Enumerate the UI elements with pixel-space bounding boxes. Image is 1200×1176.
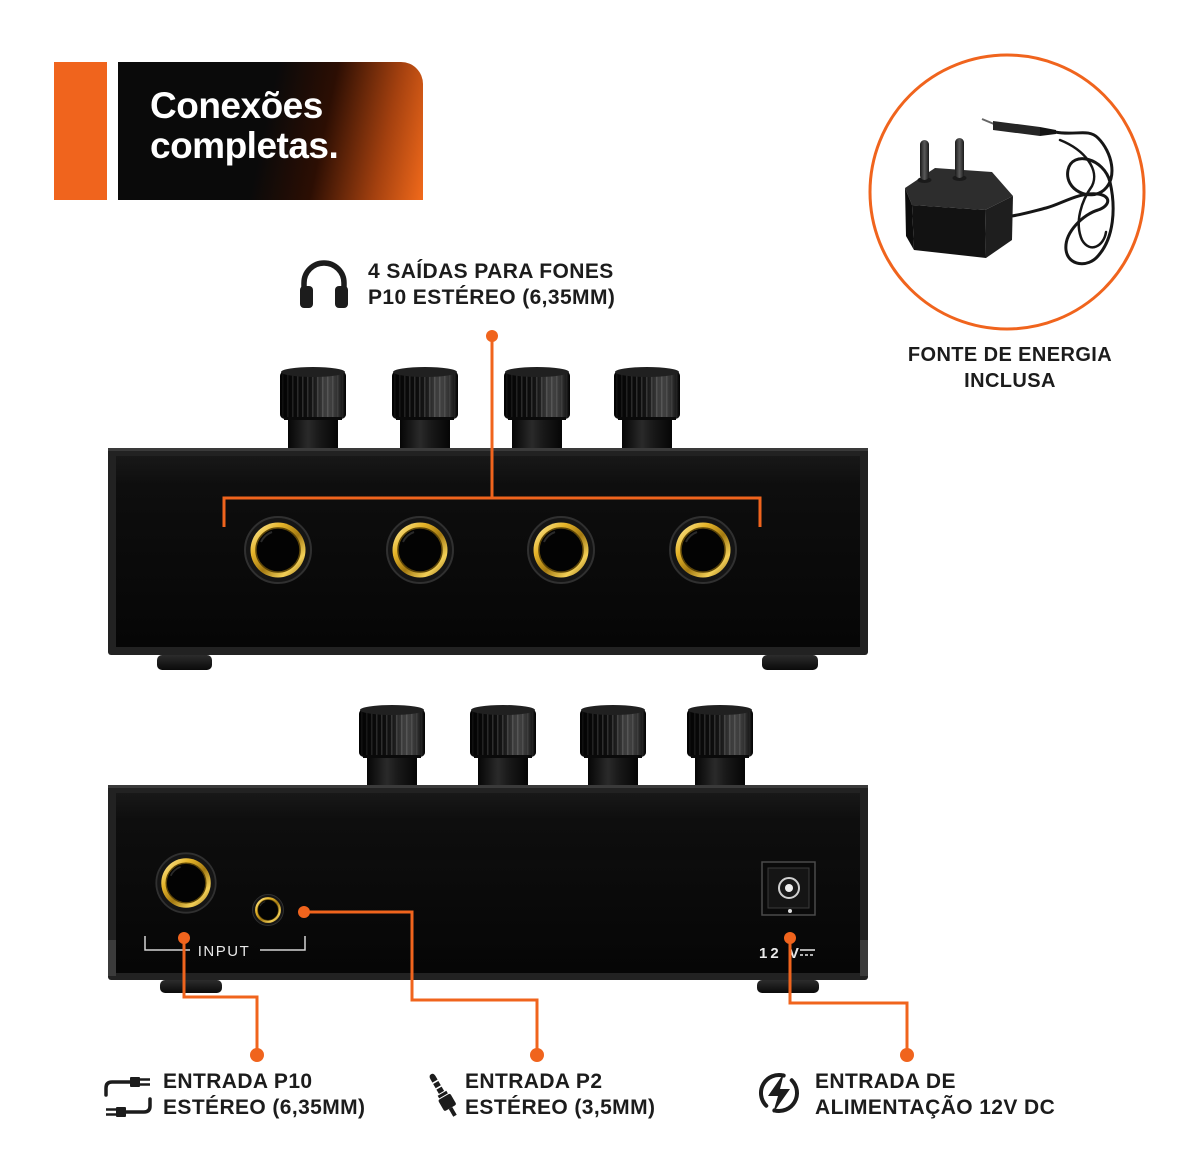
callout-dot bbox=[900, 1048, 914, 1062]
volume-knob bbox=[687, 705, 753, 787]
p2-input-jack bbox=[252, 894, 284, 926]
p2-leader-line bbox=[304, 910, 539, 1055]
front-view-device bbox=[108, 367, 868, 670]
cable-connector-icon bbox=[102, 1075, 154, 1119]
volume-knob bbox=[392, 367, 458, 449]
input-bracket bbox=[144, 936, 306, 951]
volume-knob bbox=[359, 705, 425, 787]
rear-view-device: INPUT 12 V bbox=[108, 705, 868, 993]
power-supply-label: FONTE DE ENERGIA INCLUSA bbox=[880, 342, 1140, 394]
power-adapter-icon bbox=[905, 118, 1115, 266]
headphone-output-jack-2 bbox=[386, 516, 454, 584]
p10-input-label: ENTRADA P10 ESTÉREO (6,35MM) bbox=[163, 1069, 365, 1121]
p10-leader-line bbox=[182, 938, 259, 1055]
rubber-foot bbox=[157, 655, 212, 670]
adapter-body bbox=[905, 138, 1013, 258]
callout-dot bbox=[250, 1048, 264, 1062]
outputs-label: 4 SAÍDAS PARA FONES P10 ESTÉREO (6,35MM) bbox=[368, 259, 615, 311]
headphone-output-jack-1 bbox=[244, 516, 312, 584]
outputs-label-line-2: P10 ESTÉREO (6,35MM) bbox=[368, 286, 616, 309]
title-badge: Conexões completas. bbox=[118, 62, 423, 200]
badge-title-line-1: Conexões bbox=[150, 85, 323, 126]
rubber-foot bbox=[762, 655, 818, 670]
power-supply-line-1: FONTE DE ENERGIA bbox=[907, 344, 1113, 366]
headphone-output-jack-3 bbox=[527, 516, 595, 584]
power-leader-line bbox=[788, 938, 909, 1055]
volume-knob bbox=[614, 367, 680, 449]
dc-symbol-icon bbox=[800, 949, 815, 956]
dc-plug-connector bbox=[981, 118, 1056, 136]
power-bolt-icon bbox=[757, 1071, 801, 1115]
callout-dot bbox=[530, 1048, 544, 1062]
power-input-line-1: ENTRADA DE bbox=[815, 1070, 956, 1093]
volume-knob bbox=[504, 367, 570, 449]
headphone-output-jack-4 bbox=[669, 516, 737, 584]
outputs-bracket bbox=[222, 496, 762, 527]
badge-accent-bar bbox=[54, 62, 107, 200]
front-panel bbox=[116, 456, 860, 647]
badge-title: Conexões completas. bbox=[150, 85, 339, 166]
plug-prong bbox=[955, 138, 964, 178]
power-input-label: ENTRADA DE ALIMENTAÇÃO 12V DC bbox=[815, 1069, 1055, 1121]
callout-dot bbox=[486, 330, 498, 342]
rear-panel bbox=[116, 793, 860, 973]
callout-dots bbox=[178, 330, 914, 1062]
power-adapter-figure bbox=[868, 53, 1146, 331]
callout-dot bbox=[298, 906, 310, 918]
audio-jack-icon bbox=[426, 1070, 460, 1120]
dc-power-jack bbox=[761, 861, 816, 916]
p10-input-line-2: ESTÉREO (6,35MM) bbox=[163, 1096, 366, 1119]
rubber-foot bbox=[160, 980, 222, 993]
p2-input-line-1: ENTRADA P2 bbox=[465, 1070, 603, 1093]
p10-input-jack bbox=[155, 852, 217, 914]
callout-lines bbox=[182, 336, 909, 1055]
outputs-label-line-1: 4 SAÍDAS PARA FONES bbox=[368, 260, 614, 283]
p10-input-line-1: ENTRADA P10 bbox=[163, 1070, 313, 1093]
callout-dot bbox=[178, 932, 190, 944]
callout-dot bbox=[784, 932, 796, 944]
input-label: INPUT bbox=[198, 943, 251, 960]
rubber-foot bbox=[757, 980, 819, 993]
badge-title-line-2: completas. bbox=[150, 125, 339, 166]
headphones-icon bbox=[298, 257, 350, 311]
volume-knob bbox=[580, 705, 646, 787]
power-supply-line-2: INCLUSA bbox=[964, 370, 1056, 392]
power-input-line-2: ALIMENTAÇÃO 12V DC bbox=[815, 1096, 1056, 1119]
volume-knob bbox=[280, 367, 346, 449]
volume-knob bbox=[470, 705, 536, 787]
p2-input-line-2: ESTÉREO (3,5MM) bbox=[465, 1096, 656, 1119]
voltage-label: 12 V bbox=[759, 945, 802, 962]
p2-input-label: ENTRADA P2 ESTÉREO (3,5MM) bbox=[465, 1069, 655, 1121]
plug-prong bbox=[920, 140, 929, 180]
